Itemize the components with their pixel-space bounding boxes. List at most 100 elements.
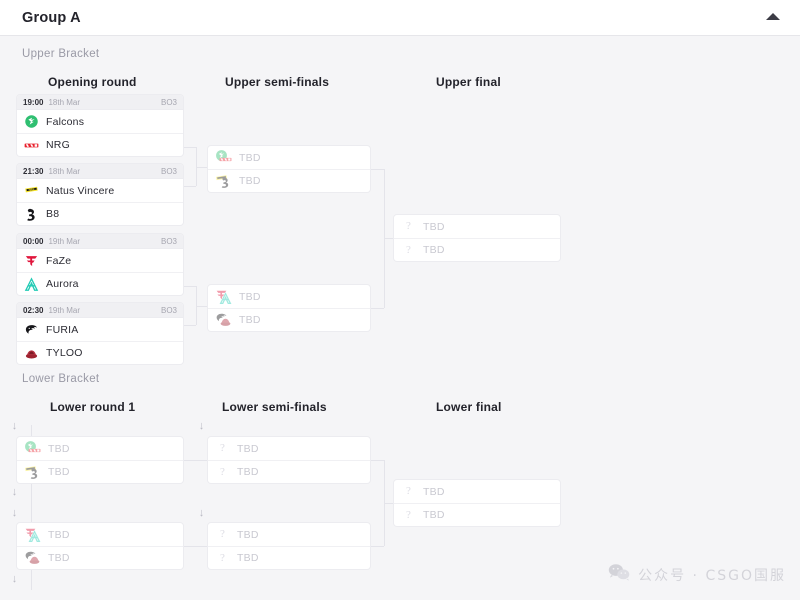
question-icon: ? (220, 465, 225, 478)
question-icon: ? (406, 485, 411, 497)
match-card[interactable]: TBD TBD (17, 523, 183, 569)
match-date: 18th Mar (48, 166, 81, 176)
team-row[interactable]: TBD (208, 146, 370, 169)
team-row[interactable]: TYLOO (17, 341, 183, 364)
team-row[interactable]: Aurora (17, 272, 183, 295)
team-row[interactable]: ? TBD (208, 437, 370, 460)
match-date: 19th Mar (48, 305, 81, 315)
team-row[interactable]: Falcons (17, 110, 183, 133)
match-time: 21:30 (23, 166, 44, 176)
furia-tyloo-stack-icon (24, 550, 41, 566)
team-name: B8 (46, 208, 60, 220)
lower-bracket-label: Lower Bracket (22, 373, 100, 385)
drop-arrow-icon: ↓ (11, 573, 18, 585)
furia-tyloo-stack-icon (215, 312, 232, 328)
furia-logo (24, 322, 39, 337)
team-row[interactable]: ? TBD (208, 460, 370, 483)
question-icon: ? (406, 243, 411, 256)
navi-logo: NAVI (24, 183, 39, 198)
connector (196, 306, 208, 307)
team-name: TBD (48, 528, 70, 541)
team-row[interactable]: ? TBD (394, 480, 560, 503)
connector (384, 503, 394, 504)
match-format: BO3 (160, 97, 177, 107)
match-card[interactable]: TBD TBD (17, 437, 183, 483)
team-name: TBD (239, 314, 261, 326)
connector (370, 460, 384, 461)
team-name: TBD (239, 151, 261, 164)
team-row[interactable]: TBD (17, 523, 183, 546)
team-row[interactable]: TBD (208, 169, 370, 192)
match-card[interactable]: 21:30 18th Mar BO3 NAVI Natus Vincere B8 (17, 164, 183, 225)
team-row[interactable]: ? TBD (208, 523, 370, 546)
round-label-upper-final: Upper final (436, 75, 501, 89)
question-icon: ? (220, 551, 225, 564)
team-row[interactable]: ? TBD (394, 503, 560, 526)
group-header[interactable]: Group A (0, 0, 800, 36)
watermark: 公众号 · CSGO国服 (608, 563, 786, 586)
team-name: TBD (237, 442, 259, 455)
team-name: TBD (237, 466, 259, 478)
match-date: 19th Mar (48, 236, 81, 246)
question-icon: ? (406, 220, 411, 232)
connector (182, 286, 196, 287)
team-name: TBD (239, 290, 261, 303)
match-card[interactable]: ? TBD ? TBD (208, 437, 370, 483)
wechat-icon (608, 563, 630, 586)
team-row[interactable]: FURIA (17, 318, 183, 341)
team-name: TBD (48, 466, 70, 478)
match-header: 00:00 19th Mar BO3 (17, 234, 183, 249)
connector (384, 238, 394, 239)
question-icon: ? (220, 528, 225, 540)
team-name: Falcons (46, 115, 85, 128)
match-time: 19:00 (23, 97, 44, 107)
match-card[interactable]: ? TBD ? TBD (208, 523, 370, 569)
team-name: TBD (423, 244, 445, 256)
connector (31, 425, 32, 590)
faze-aurora-stack-icon (24, 527, 41, 543)
watermark-text: 公众号 · CSGO国服 (638, 567, 786, 584)
match-card[interactable]: ? TBD ? TBD (394, 480, 560, 526)
team-row[interactable]: B8 (17, 202, 183, 225)
navi-b8-stack-icon (215, 173, 232, 189)
match-card[interactable]: TBD TBD (208, 146, 370, 192)
question-icon: ? (220, 442, 225, 454)
connector (182, 147, 196, 148)
match-card[interactable]: TBD TBD (208, 285, 370, 331)
connector (370, 308, 384, 309)
falcons-nrg-stack-icon (24, 440, 41, 457)
round-label-opening: Opening round (48, 75, 137, 89)
match-header: 02:30 19th Mar BO3 (17, 303, 183, 318)
team-row[interactable]: NAVI Natus Vincere (17, 179, 183, 202)
chevron-up-icon[interactable] (766, 13, 780, 20)
match-header: 19:00 18th Mar BO3 (17, 95, 183, 110)
connector (182, 546, 208, 547)
match-card[interactable]: 00:00 19th Mar BO3 FaZe Aurora (17, 234, 183, 295)
team-row[interactable]: NRG (17, 133, 183, 156)
team-name: TBD (48, 442, 70, 455)
team-name: Natus Vincere (46, 184, 115, 197)
team-row[interactable]: TBD (208, 308, 370, 331)
team-row[interactable]: ? TBD (394, 238, 560, 261)
round-label-lower-r1: Lower round 1 (50, 400, 136, 414)
team-row[interactable]: ? TBD (208, 546, 370, 569)
upper-bracket-label: Upper Bracket (22, 48, 100, 60)
match-card[interactable]: 02:30 19th Mar BO3 FURIA TYLOO (17, 303, 183, 364)
match-format: BO3 (160, 166, 177, 176)
team-row[interactable]: ? TBD (394, 215, 560, 238)
connector (182, 186, 196, 187)
team-row[interactable]: TBD (17, 546, 183, 569)
team-row[interactable]: TBD (17, 437, 183, 460)
match-header: 21:30 18th Mar BO3 (17, 164, 183, 179)
team-row[interactable]: TBD (17, 460, 183, 483)
team-row[interactable]: TBD (208, 285, 370, 308)
team-name: TBD (423, 220, 445, 233)
faze-aurora-stack-icon (215, 289, 232, 305)
drop-arrow-icon: ↓ (11, 486, 18, 498)
team-row[interactable]: FaZe (17, 249, 183, 272)
match-format: BO3 (160, 236, 177, 246)
match-card[interactable]: ? TBD ? TBD (394, 215, 560, 261)
match-card[interactable]: 19:00 18th Mar BO3 Falcons NRG (17, 95, 183, 156)
round-label-upper-semis: Upper semi-finals (225, 75, 330, 89)
